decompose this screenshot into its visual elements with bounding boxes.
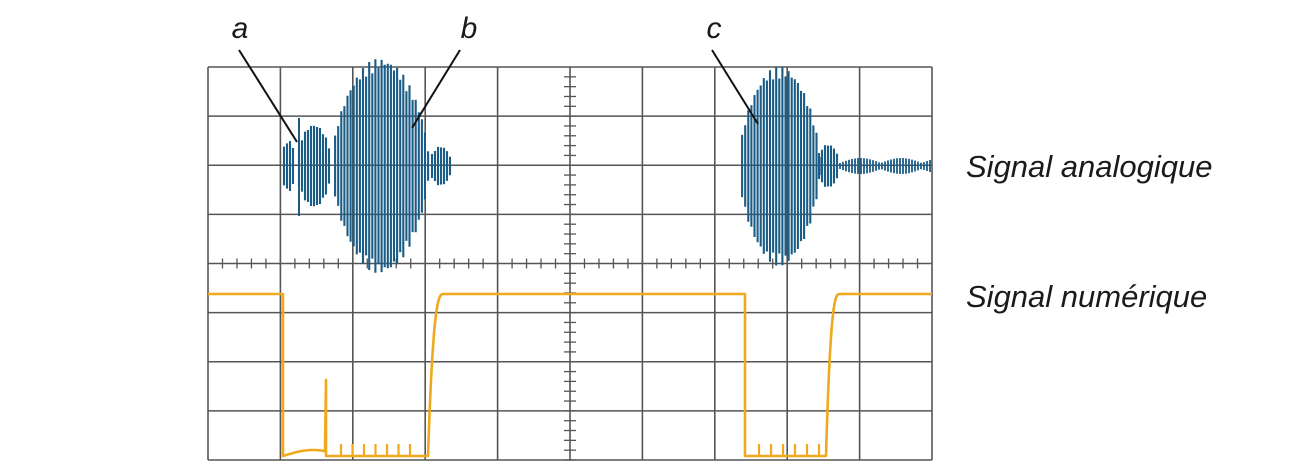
digital-low-level-ticks bbox=[339, 444, 821, 456]
marker-a-label: a bbox=[232, 12, 249, 45]
marker-b-pointer bbox=[411, 49, 461, 129]
center-axis-ticks bbox=[221, 76, 919, 461]
marker-c-pointer bbox=[711, 49, 759, 125]
analog-signal-trace bbox=[282, 59, 931, 273]
marker-a-pointer bbox=[238, 49, 298, 143]
digital-signal-label: Signal numérique bbox=[966, 279, 1207, 314]
digital-signal-trace bbox=[208, 292, 932, 458]
analog-signal-label: Signal analogique bbox=[966, 149, 1213, 184]
marker-c-label: c bbox=[707, 12, 722, 45]
marker-b-label: b bbox=[461, 12, 478, 45]
